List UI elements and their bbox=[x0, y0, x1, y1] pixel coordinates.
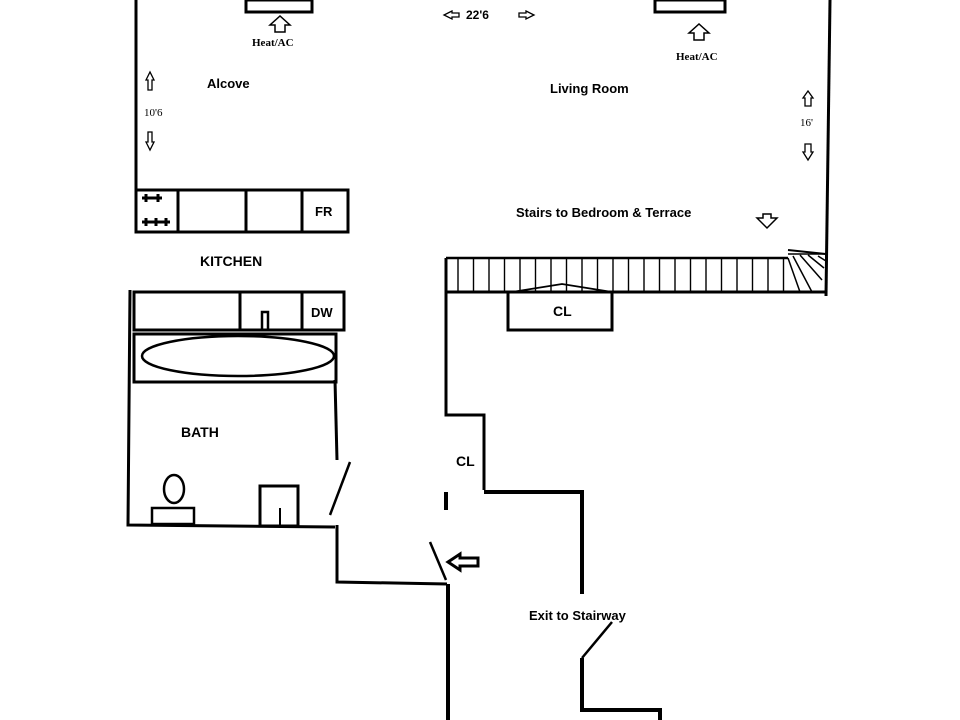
living-depth-dimension: 16' bbox=[800, 117, 813, 129]
living-room-label: Living Room bbox=[550, 81, 629, 96]
vent-right-label: Heat/AC bbox=[676, 51, 718, 63]
alcove-label: Alcove bbox=[207, 76, 250, 91]
wall-corridor-right bbox=[580, 658, 662, 720]
entry-door bbox=[428, 541, 448, 581]
vent-right bbox=[653, 0, 727, 14]
width-arrow-right-icon bbox=[518, 9, 536, 21]
width-arrow-left-icon bbox=[442, 9, 460, 21]
sink-fixture bbox=[260, 310, 270, 330]
dishwasher bbox=[300, 290, 346, 332]
width-dimension: 22'6 bbox=[466, 8, 489, 22]
alcove-depth-up-arrow-icon bbox=[144, 70, 156, 91]
kitchen-label: KITCHEN bbox=[200, 253, 262, 269]
alcove-depth-down-arrow-icon bbox=[144, 131, 156, 152]
closet-upper-door bbox=[511, 283, 613, 293]
closet-upper-label: CL bbox=[553, 303, 572, 319]
stove-burners-icon bbox=[142, 194, 170, 226]
tub-basin bbox=[140, 334, 336, 378]
counter-upper-2 bbox=[244, 188, 304, 234]
bathtub bbox=[132, 332, 338, 384]
fridge-label: FR bbox=[315, 204, 333, 219]
closet-hall-label: CL bbox=[456, 453, 475, 469]
stairs-down-arrow-icon bbox=[755, 213, 779, 230]
wall-hall-right bbox=[444, 292, 486, 490]
exit-label: Exit to Stairway bbox=[529, 608, 627, 623]
living-depth-up-arrow-icon bbox=[801, 89, 815, 107]
closet-upper bbox=[506, 290, 614, 332]
staircase bbox=[444, 249, 827, 296]
toilet-tank bbox=[150, 506, 196, 526]
vent-left-arrow-icon bbox=[268, 14, 292, 33]
vent-right-arrow-icon bbox=[687, 22, 711, 41]
stair-treads bbox=[457, 258, 785, 292]
bath-label: BATH bbox=[181, 424, 219, 440]
wall-hall-bottom bbox=[335, 525, 448, 586]
sink-cabinet bbox=[238, 290, 304, 332]
dishwasher-label: DW bbox=[311, 305, 333, 320]
entry-arrow-icon bbox=[445, 551, 480, 573]
toilet-bowl bbox=[162, 473, 186, 505]
vent-left-label: Heat/AC bbox=[252, 37, 294, 49]
bath-door bbox=[328, 461, 352, 516]
wall-right-outer bbox=[824, 0, 832, 297]
counter-lower bbox=[132, 290, 242, 332]
counter-upper-1 bbox=[176, 188, 248, 234]
living-depth-down-arrow-icon bbox=[801, 143, 815, 162]
wall-left-lower bbox=[126, 289, 336, 529]
alcove-depth-dimension: 10'6 bbox=[144, 107, 163, 119]
wall-bath-right bbox=[333, 379, 339, 461]
corridor-door bbox=[581, 621, 613, 659]
vent-left bbox=[244, 0, 314, 14]
stairs-label: Stairs to Bedroom & Terrace bbox=[516, 205, 691, 220]
wall-corridor-top bbox=[484, 490, 584, 594]
fridge bbox=[300, 188, 350, 234]
